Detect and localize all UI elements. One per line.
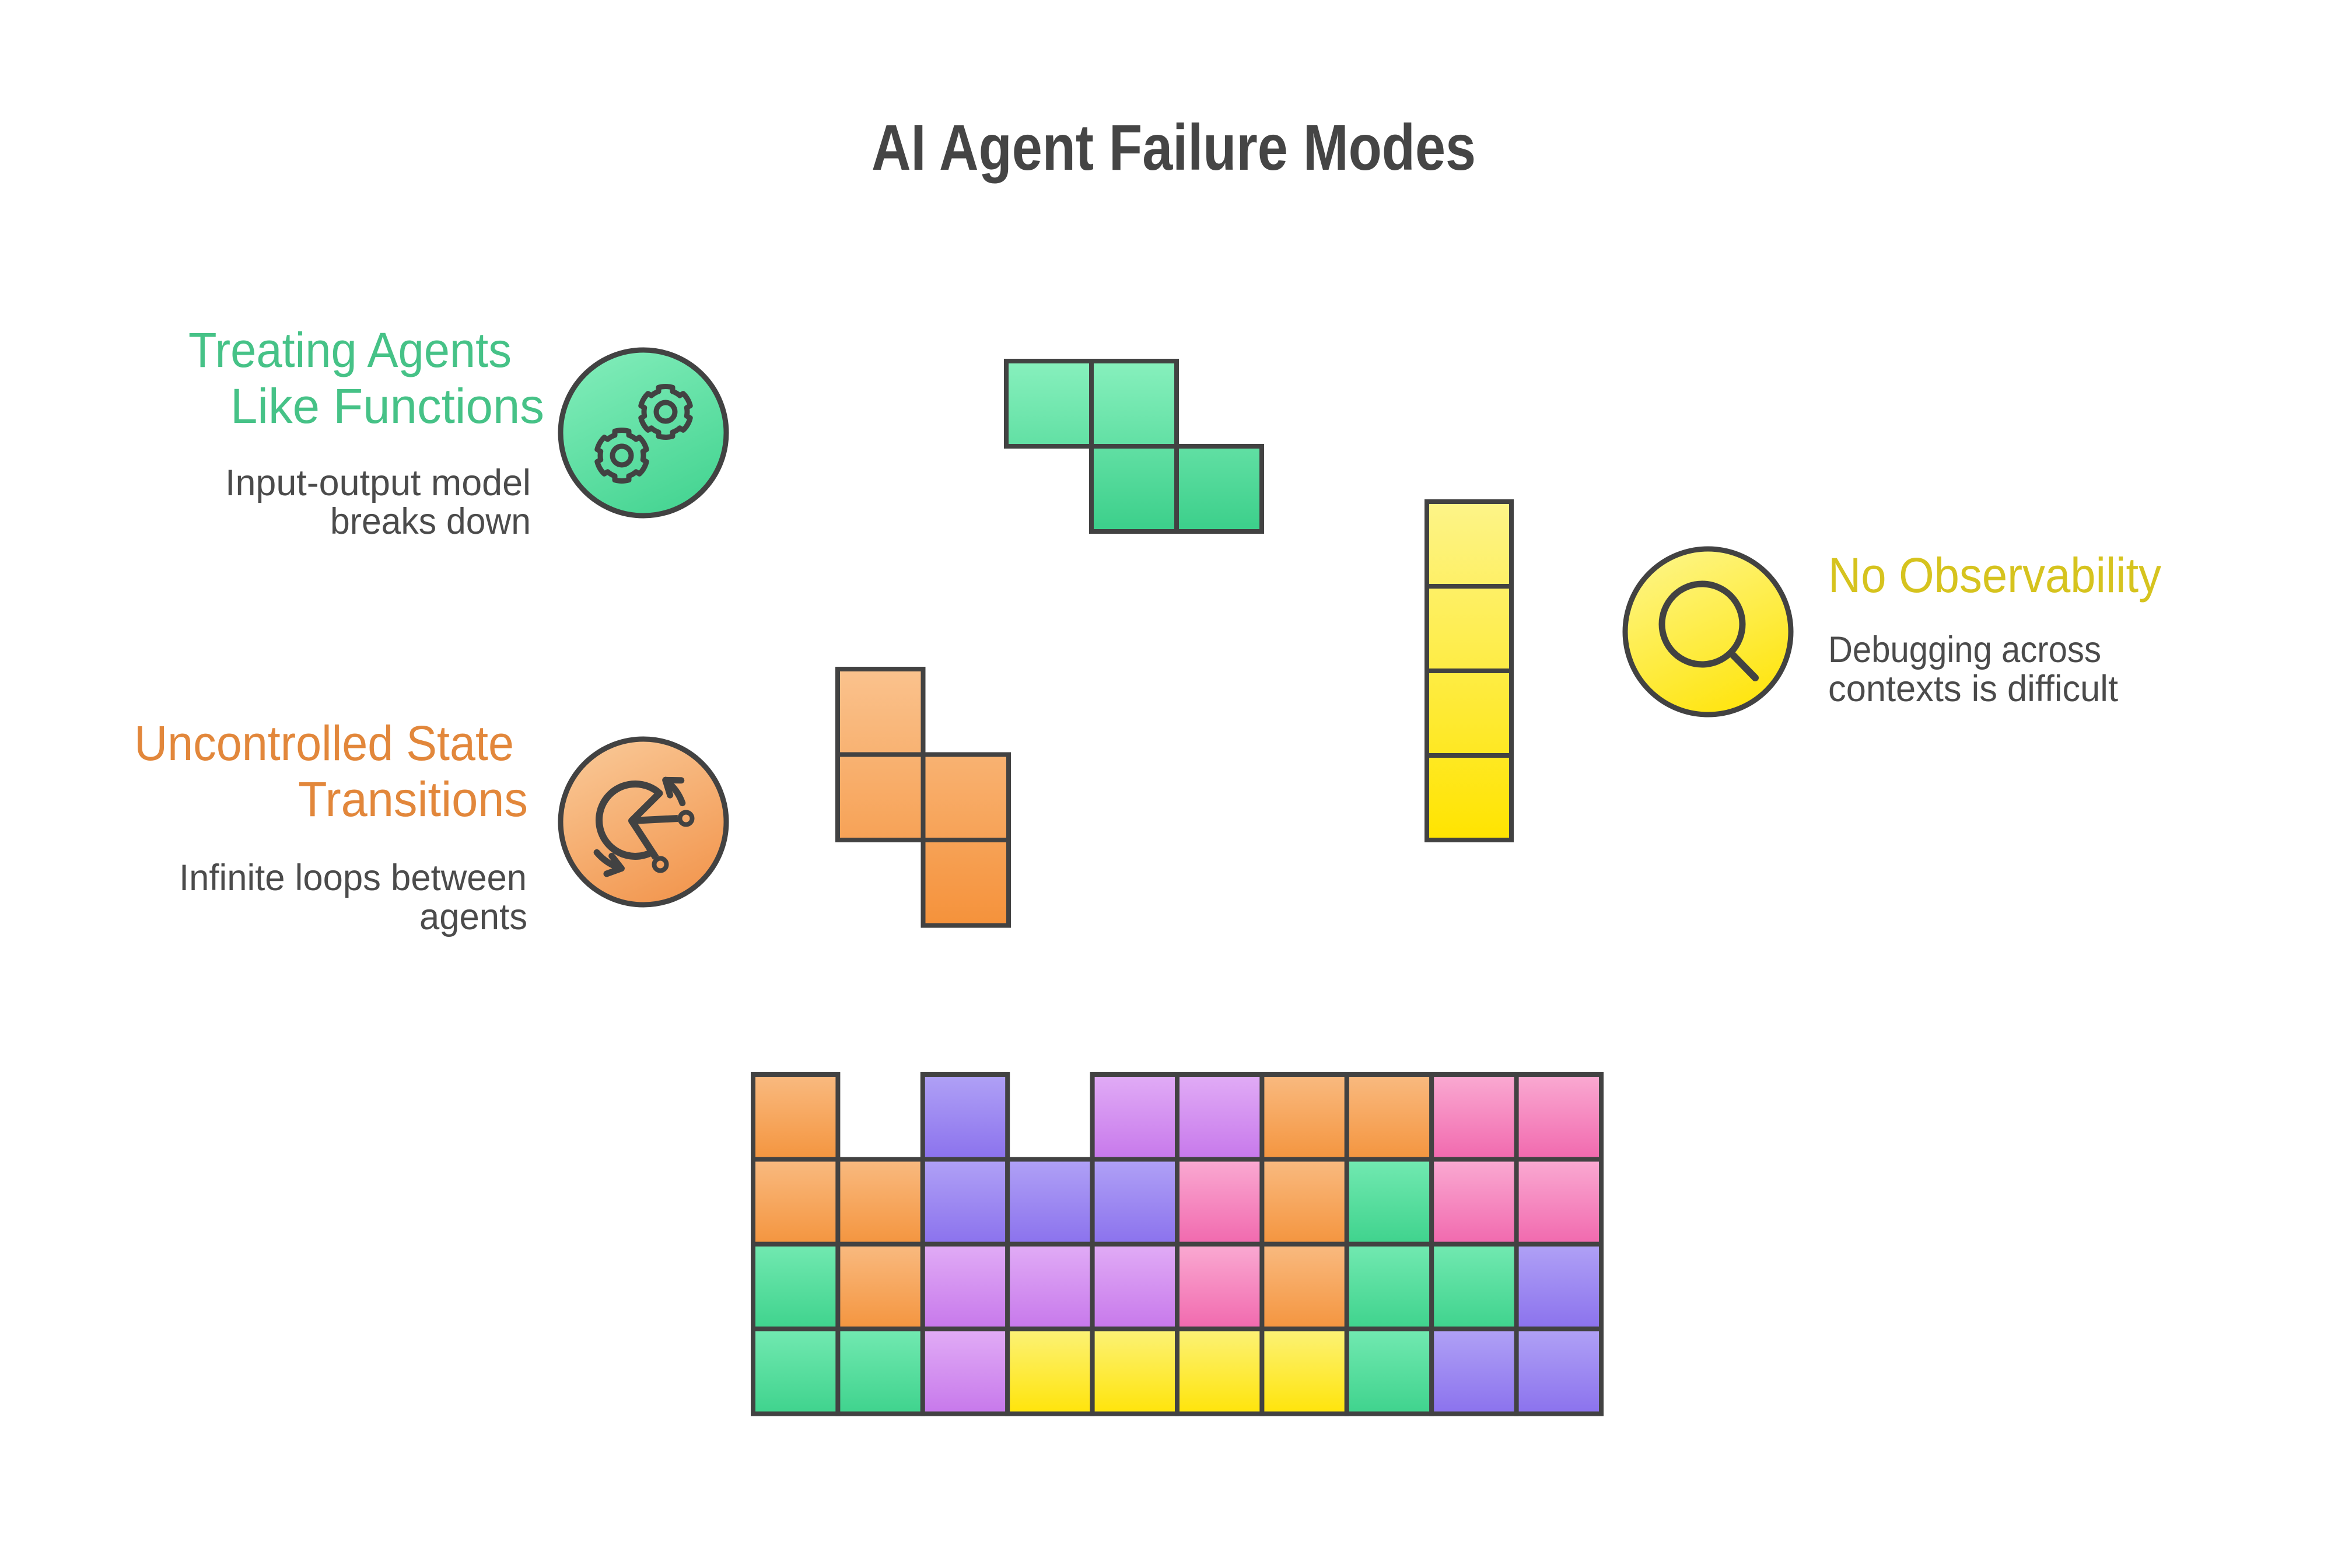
svg-text:Treating Agents: Treating Agents: [188, 323, 512, 377]
svg-text:Input-output model: Input-output model: [225, 463, 531, 503]
svg-text:Like Functions: Like Functions: [230, 379, 544, 433]
svg-text:AI Agent Failure Modes: AI Agent Failure Modes: [872, 111, 1476, 184]
svg-text:Infinite loops between: Infinite loops between: [179, 858, 527, 898]
svg-text:Debugging across: Debugging across: [1828, 629, 2101, 670]
svg-text:breaks down: breaks down: [330, 501, 531, 542]
svg-text:Transitions: Transitions: [298, 772, 528, 827]
svg-text:contexts is difficult: contexts is difficult: [1828, 668, 2118, 709]
svg-text:Uncontrolled State: Uncontrolled State: [134, 716, 514, 771]
svg-text:No Observability: No Observability: [1828, 548, 2161, 603]
svg-text:agents: agents: [419, 897, 527, 937]
